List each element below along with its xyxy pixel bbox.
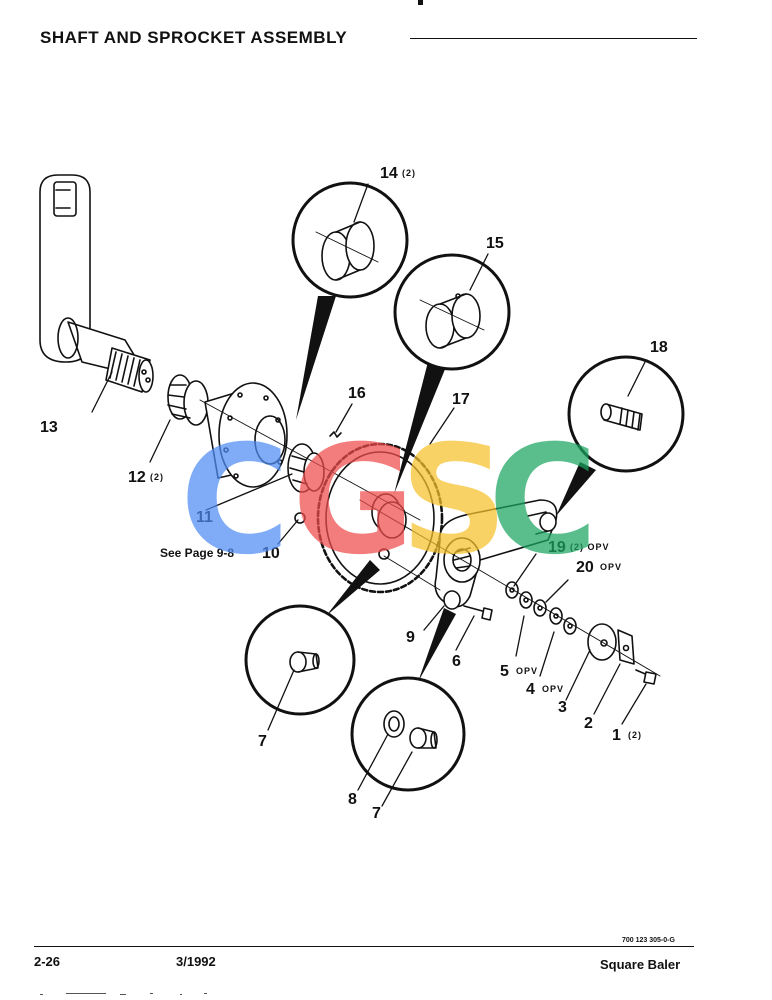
- watermark-letter-c2: C: [488, 414, 598, 588]
- callout-17: 17: [452, 391, 470, 408]
- callout-19-suffix: (2) OPV: [570, 542, 610, 552]
- callout-5: 5: [500, 663, 509, 680]
- callout-19: 19: [548, 539, 566, 556]
- stud-part-18: [539, 512, 557, 532]
- see-page-note: See Page 9-8: [160, 546, 234, 560]
- watermark-letter-c1: C: [180, 414, 290, 588]
- callout-10: 10: [262, 545, 280, 562]
- bolt-part-6: [463, 605, 493, 621]
- callout-4: 4: [526, 681, 535, 698]
- key-part-16: [329, 431, 342, 438]
- plate-part-2: [617, 629, 635, 665]
- bolt-part-1: [635, 669, 657, 685]
- document-id: 700 123 305-0-G: [622, 937, 675, 944]
- callout-9: 9: [406, 629, 415, 646]
- title-rule: [410, 38, 697, 39]
- hub-housing: [204, 382, 288, 488]
- callout-12-qty: (2): [150, 472, 164, 482]
- product-name: Square Baler: [600, 957, 681, 972]
- callout-5-suffix: OPV: [516, 666, 538, 676]
- callout-15: 15: [486, 235, 504, 252]
- callout-14-qty: (2): [402, 168, 416, 178]
- callout-12: 12: [128, 469, 146, 486]
- crank-shaft-part-13: [39, 174, 154, 393]
- callout-20: 20: [576, 559, 594, 576]
- detail-circle-14: [291, 181, 409, 420]
- callout-11: 11: [196, 509, 213, 526]
- top-crop-mark: [418, 0, 423, 5]
- callout-6: 6: [452, 653, 461, 670]
- callout-8: 8: [348, 791, 357, 808]
- cgsc-watermark: C G S C: [180, 414, 598, 588]
- callout-7-lower: 7: [372, 805, 381, 822]
- arm-part-9: [434, 499, 558, 610]
- detail-circle-15: [393, 253, 511, 494]
- page-title: SHAFT AND SPROCKET ASSEMBLY: [40, 28, 348, 47]
- footer-rule: [34, 946, 694, 947]
- callout-20-suffix: OPV: [600, 562, 622, 572]
- leader-lines: [91, 183, 647, 807]
- callout-3: 3: [558, 699, 567, 716]
- detail-circle-18: [556, 355, 685, 516]
- scan-specks: [40, 993, 207, 995]
- watermark-letter-s: S: [400, 414, 508, 588]
- callout-14: 14: [380, 165, 398, 182]
- detail-circle-7-8-lower: [350, 608, 466, 792]
- callout-18: 18: [650, 339, 668, 356]
- callout-13: 13: [40, 419, 58, 436]
- callout-4-suffix: OPV: [542, 684, 564, 694]
- callout-2: 2: [584, 715, 593, 732]
- watermark-letter-g: G: [292, 414, 415, 588]
- callout-1-qty: (2): [628, 730, 642, 740]
- callout-7-upper: 7: [258, 733, 267, 750]
- callout-16: 16: [348, 385, 366, 402]
- page-number: 2-26: [34, 954, 61, 969]
- bearing-part-11: [287, 443, 325, 493]
- callout-1: 1: [612, 727, 621, 744]
- bearing-part-12: [167, 374, 209, 426]
- snap-ring-part-10: [294, 512, 306, 524]
- detail-circle-7-upper: [244, 560, 380, 716]
- revision-date: 3/1992: [176, 954, 216, 969]
- washer-stack-parts-19-20-5-4: [505, 581, 577, 635]
